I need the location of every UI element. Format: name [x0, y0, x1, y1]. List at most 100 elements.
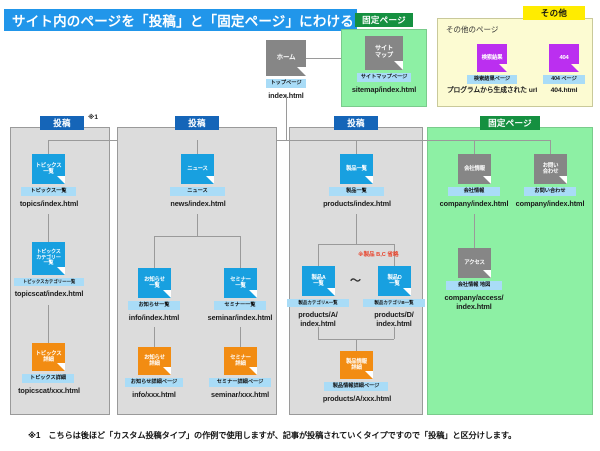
node-search-result-sheet: 検索結果 [477, 44, 507, 72]
node-seminar-detail-sheet: セミナー 詳細 [224, 347, 257, 375]
page-title: サイト内のページを「投稿」と「固定ページ」にわける [4, 9, 357, 31]
connector-products-detail-stem [356, 339, 357, 351]
node-topics-category-list-label: トピックス カテゴリー 一覧 [36, 248, 61, 267]
connector-news-to-info [154, 236, 155, 268]
node-company-info-tag: 会社情報 [448, 187, 500, 196]
node-info-detail-sheet: お知らせ 詳細 [138, 347, 171, 375]
connector-products-split [318, 244, 394, 245]
node-404-tag: 404 ページ [543, 75, 585, 84]
node-product-detail-tag: 製品情報詳細ページ [324, 382, 388, 391]
node-topics-detail-tag: トピックス詳細 [22, 374, 74, 383]
node-products-list-label: 製品一覧 [346, 165, 367, 172]
node-topics-detail-sheet: トピックス 詳細 [32, 343, 65, 371]
chip-other-top-label: その他 [540, 8, 568, 18]
connector-news-to-seminar [240, 236, 241, 268]
node-info-detail-label: お知らせ 詳細 [144, 354, 165, 367]
node-info-detail: お知らせ 詳細 お知らせ詳細ページ info/xxx.html [125, 347, 183, 399]
node-info-list: お知らせ 一覧 お知らせ一覧 info/index.html [128, 268, 180, 322]
connector-products-to-d [394, 244, 395, 266]
connector-d-up [394, 327, 395, 339]
node-topics-category-list: トピックス カテゴリー 一覧 トピックスカテゴリー一覧 topicscat/in… [14, 242, 84, 298]
node-404-url: 404.html [550, 86, 578, 94]
node-contact-url: company/index.html [515, 198, 585, 208]
node-info-detail-url: info/xxx.html [132, 389, 176, 399]
node-news-tag: ニュース [170, 187, 225, 196]
connector-info-to-detail [154, 327, 155, 347]
node-news-label: ニュース [187, 165, 208, 172]
chip-column-2-label: 投稿 [188, 118, 206, 128]
node-sitemap-sheet: サイト マップ [365, 36, 403, 70]
node-contact-label: お問い 合わせ [542, 162, 559, 175]
footnote: ※1 こちらは後ほど「カスタム投稿タイプ」の作例で使用しますが、記事が投稿されて… [28, 431, 517, 440]
node-access-sheet: アクセス [458, 248, 491, 278]
node-topics-list: トピックス 一覧 トピックス一覧 topics/index.html [20, 154, 78, 208]
node-seminar-list: セミナー 一覧 セミナー一覧 seminar/index.html [208, 268, 272, 322]
node-product-a-list-tag: 製品カテゴリA一覧 [287, 299, 349, 308]
node-info-list-tag: お知らせ一覧 [128, 301, 180, 310]
connector-drop-col1 [48, 140, 49, 154]
node-seminar-list-tag: セミナー一覧 [214, 301, 266, 310]
node-product-d-list: 製品D 一覧 製品カテゴリB一覧 products/D/ index.html [363, 266, 425, 328]
node-info-list-label: お知らせ 一覧 [144, 276, 165, 289]
node-sitemap-label: サイト マップ [375, 45, 393, 59]
node-topics-detail: トピックス 詳細 トピックス詳細 topicscat/xxx.html [18, 343, 80, 395]
node-topics-category-list-sheet: トピックス カテゴリー 一覧 [32, 242, 65, 275]
node-topics-list-sheet: トピックス 一覧 [32, 154, 65, 184]
node-home-label: ホーム [276, 54, 296, 62]
node-topics-category-list-tag: トピックスカテゴリー一覧 [14, 278, 84, 287]
node-seminar-list-label: セミナー 一覧 [230, 276, 251, 289]
node-contact: お問い 合わせ お問い合わせ company/index.html [516, 154, 584, 208]
node-product-detail-url: products/A/xxx.html [322, 393, 392, 403]
panel-other-label: その他のページ [446, 25, 499, 34]
asterisk-note-1: ※1 [88, 114, 98, 121]
connector-products-to-a [318, 244, 319, 266]
connector-news-stem [197, 214, 198, 236]
chip-other-top: その他 [523, 6, 585, 20]
panel-column-4 [427, 127, 593, 415]
node-home: ホーム トップページ index.html [266, 40, 306, 100]
connector-news-split [154, 236, 240, 237]
node-info-list-url: info/index.html [128, 312, 180, 322]
node-seminar-list-sheet: セミナー 一覧 [224, 268, 257, 298]
chip-column-2: 投稿 [175, 116, 219, 130]
node-product-detail-label: 製品情報 詳細 [346, 358, 367, 371]
node-search-result-url: プログラムから生成された url [446, 86, 538, 94]
connector-a-up [318, 327, 319, 339]
connector-drop-col2 [197, 140, 198, 154]
node-product-a-list-label: 製品A 一覧 [311, 274, 326, 287]
node-product-detail-sheet: 製品情報 詳細 [340, 351, 373, 379]
node-product-detail: 製品情報 詳細 製品情報詳細ページ products/A/xxx.html [323, 351, 391, 403]
chip-fixed-page-top: 固定ページ [355, 13, 413, 27]
node-sitemap-tag: サイトマップページ [357, 73, 411, 82]
chip-column-1-label: 投稿 [53, 118, 71, 128]
node-404: 404 404 ページ 404.html [543, 44, 585, 95]
node-sitemap-url: sitemap/index.html [351, 84, 417, 94]
node-product-a-list-url: products/A/ index.html [298, 310, 338, 329]
chip-column-3: 投稿 [334, 116, 378, 130]
page-title-text: サイト内のページを「投稿」と「固定ページ」にわける [12, 14, 354, 29]
node-search-result-label: 検索結果 [481, 54, 503, 61]
node-topics-detail-label: トピックス 詳細 [35, 350, 62, 363]
connector-drop-col4-a [474, 140, 475, 154]
node-topics-detail-url: topicscat/xxx.html [18, 385, 80, 395]
node-product-d-list-tag: 製品カテゴリB一覧 [363, 299, 425, 308]
chip-column-4-label: 固定ページ [488, 118, 532, 128]
node-seminar-detail-label: セミナー 詳細 [230, 354, 251, 367]
node-home-sheet: ホーム [266, 40, 306, 76]
node-topics-list-url: topics/index.html [19, 198, 79, 208]
node-info-list-sheet: お知らせ 一覧 [138, 268, 171, 298]
node-access-label: アクセス [464, 259, 485, 266]
connector-cat-to-detail [48, 305, 49, 343]
node-access-tag: 会社情報 地図 [446, 281, 502, 290]
node-product-a-list-sheet: 製品A 一覧 [302, 266, 335, 296]
node-404-sheet: 404 [549, 44, 579, 72]
chip-fixed-page-top-label: 固定ページ [362, 15, 406, 25]
connector-drop-col3 [356, 140, 357, 154]
node-product-d-list-sheet: 製品D 一覧 [378, 266, 411, 296]
connector-home-trunk [286, 94, 287, 140]
node-contact-tag: お問い合わせ [524, 187, 576, 196]
node-topics-list-tag: トピックス一覧 [21, 187, 76, 196]
node-news: ニュース ニュース news/index.html [170, 154, 226, 208]
node-sitemap: サイト マップ サイトマップページ sitemap/index.html [352, 36, 416, 94]
chip-column-4: 固定ページ [480, 116, 540, 130]
